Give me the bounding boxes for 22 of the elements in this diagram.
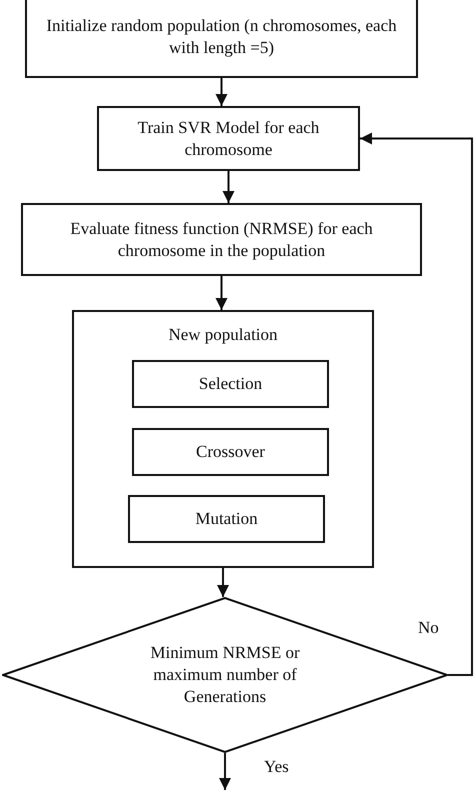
process-box [97, 106, 360, 171]
process-box [132, 428, 329, 476]
arrow [360, 132, 473, 676]
box-text: Selection [198, 373, 264, 395]
process-box [21, 203, 422, 276]
arrow [216, 78, 228, 106]
box-text: Evaluate fitness function (NRMSE) for each chromosome in the population [69, 218, 374, 262]
process-box [132, 360, 329, 408]
box-text: Train SVR Model for each chromosome [136, 116, 320, 160]
process-box [128, 495, 325, 543]
arrow [222, 171, 234, 203]
arrow [217, 568, 229, 597]
group-title: New population [167, 324, 279, 346]
process-box [25, 0, 418, 78]
box-text: Crossover [195, 441, 266, 463]
box-text: Initialize random population (n chromosomes, each with length =5) [45, 14, 398, 58]
decision-text: Minimum NRMSE or maximum number of Generations [149, 642, 301, 708]
group-box [72, 310, 374, 568]
arrow [216, 276, 228, 310]
box-text: Mutation [194, 508, 259, 530]
decision-diamond [2, 597, 448, 753]
arrow [219, 753, 231, 790]
